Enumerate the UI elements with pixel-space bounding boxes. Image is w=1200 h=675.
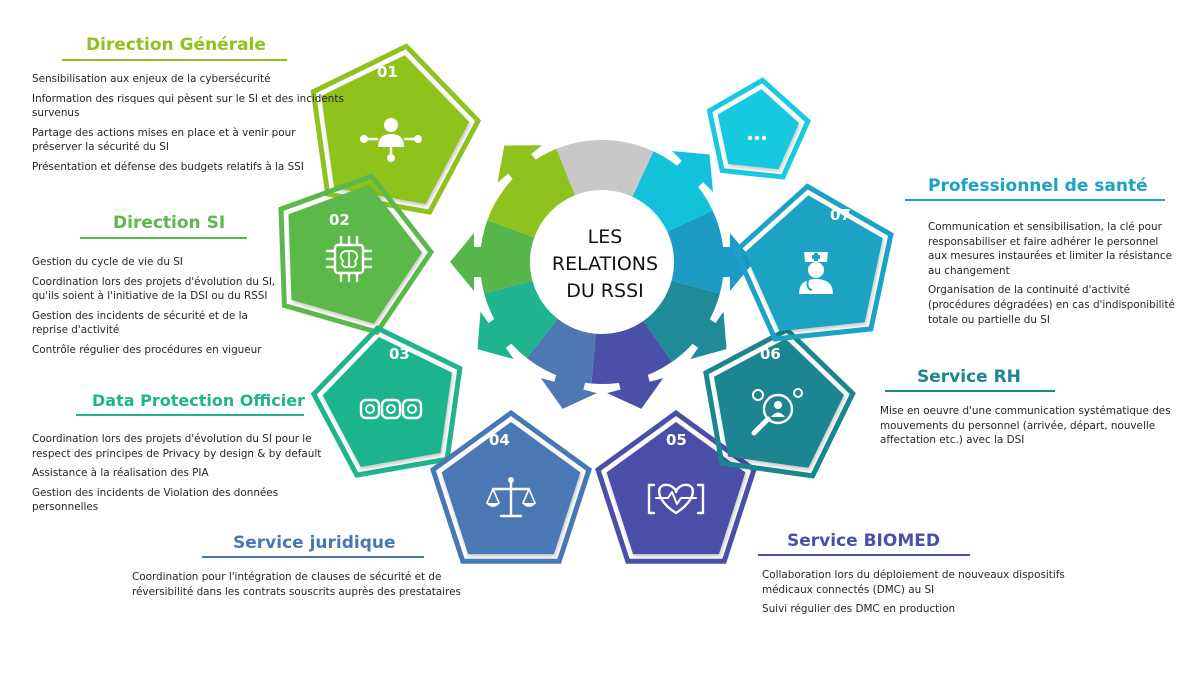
- nurse-icon: [799, 252, 833, 294]
- title-direction-generale: Direction Générale: [86, 35, 266, 55]
- title-service-juridique: Service juridique: [233, 533, 396, 553]
- ring-segment-steel: [526, 318, 596, 384]
- title-service-biomed: Service BIOMED: [787, 531, 940, 551]
- list-service-juridique: Coordination pour l'intégration de claus…: [132, 570, 472, 604]
- ring-segment-cyan: [632, 151, 713, 232]
- pentagon-outline: [706, 77, 811, 180]
- item-direction-si-4: Contrôle régulier des procédures en vigu…: [32, 343, 262, 356]
- ring-segment-lime: [487, 148, 576, 238]
- item-direction-si-2: Coordination lors des projets d'évolutio…: [32, 275, 276, 303]
- pentagon-data-protection-officier: 03: [310, 325, 463, 478]
- center-title: LES RELATIONS DU RSSI: [540, 224, 670, 305]
- underline-direction-generale: [62, 59, 287, 61]
- list-direction-si: Gestion du cycle de vie du SI Coordinati…: [32, 255, 284, 363]
- item-professionnel-sante-2: Organisation de la continuité d'activité…: [928, 284, 1175, 326]
- list-dpo: Coordination lors des projets d'évolutio…: [32, 432, 332, 520]
- item-direction-generale-1: Sensibilisation aux enjeux de la cybersé…: [32, 73, 271, 85]
- item-direction-generale-3: Partage des actions mises en place et à …: [32, 126, 296, 154]
- underline-service-rh: [885, 390, 1055, 392]
- pentagon-number: 04: [489, 431, 510, 449]
- ellipsis-icon: [747, 135, 767, 141]
- title-dpo: Data Protection Officier: [92, 391, 305, 410]
- pentagon-more: [706, 77, 811, 180]
- item-dpo-3: Gestion des incidents de Violation des d…: [32, 486, 279, 514]
- center-title-line-1: LES: [587, 226, 623, 248]
- arrow-right: [712, 233, 754, 291]
- ring-segment-gray: [556, 140, 654, 197]
- ring-segment-green: [480, 220, 535, 294]
- heartbeat-icon: [647, 483, 705, 515]
- underline-service-juridique: [202, 556, 424, 558]
- central-ring: [450, 140, 754, 409]
- title-service-rh: Service RH: [917, 367, 1021, 387]
- pentagon-service-juridique: 04: [430, 409, 592, 564]
- pentagon-number: 03: [389, 345, 410, 363]
- brain-chip-icon: [325, 235, 373, 283]
- list-direction-generale: Sensibilisation aux enjeux de la cybersé…: [32, 72, 348, 180]
- arrow-down-steel: [540, 364, 597, 409]
- ring-segment-blue: [667, 210, 724, 294]
- item-professionnel-sante-1: Communication et sensibilisation, la clé…: [928, 221, 1172, 277]
- underline-dpo: [76, 414, 304, 416]
- item-dpo-2: Assistance à la réalisation des PIA: [32, 467, 209, 480]
- arrow-down-left: [477, 311, 521, 360]
- item-direction-generale-2: Information des risques qui pèsent sur l…: [32, 92, 344, 120]
- pentagon-outline: [595, 409, 757, 564]
- underline-service-biomed: [758, 554, 970, 556]
- pentagon-outline: [430, 409, 592, 564]
- item-service-rh-1: Mise en oeuvre d'une communication systé…: [880, 405, 1171, 447]
- ring-segment-teal: [484, 280, 558, 359]
- item-service-juridique-1: Coordination pour l'intégration de claus…: [132, 571, 461, 598]
- pentagon-outline: [310, 325, 463, 478]
- scales-icon: [486, 477, 536, 518]
- pentagon-outline: [732, 183, 894, 342]
- pentagon-outline: [703, 326, 856, 479]
- person-search-gear-icon: [751, 388, 803, 436]
- item-direction-generale-4: Présentation et défense des budgets rela…: [32, 160, 304, 173]
- title-direction-si: Direction SI: [113, 213, 226, 233]
- pentagon-fill: [717, 89, 800, 170]
- center-title-line-2: RELATIONS: [551, 253, 659, 275]
- pentagon-service-biomed: 05: [595, 409, 757, 564]
- item-direction-si-3: Gestion des incidents de sécurité et de …: [32, 309, 248, 337]
- pentagon-number: 05: [666, 431, 687, 449]
- title-professionnel-sante: Professionnel de santé: [928, 176, 1148, 196]
- list-professionnel-sante: Communication et sensibilisation, la clé…: [928, 220, 1176, 332]
- center-title-line-3: DU RSSI: [566, 280, 644, 302]
- pentagon-fill: [606, 422, 746, 555]
- pentagon-number: 02: [329, 211, 350, 229]
- center-circle: [531, 191, 673, 333]
- item-direction-si-1: Gestion du cycle de vie du SI: [32, 256, 183, 268]
- pentagon-service-rh: 06: [703, 326, 856, 479]
- pentagon-number: 01: [377, 63, 398, 81]
- underline-direction-si: [80, 237, 247, 239]
- pentagon-outline: [278, 173, 435, 336]
- underline-professionnel-sante: [905, 199, 1165, 201]
- pentagon-fill: [322, 337, 452, 467]
- list-service-biomed: Collaboration lors du déploiement de nou…: [762, 568, 1082, 622]
- arrow-left: [450, 233, 492, 291]
- list-service-rh: Mise en oeuvre d'une communication systé…: [880, 404, 1180, 453]
- ring-segment-teal-dark: [643, 280, 720, 362]
- pentagon-direction-si: 02: [278, 173, 435, 336]
- pentagon-nodes: 01 02 03 04 05 06 07: [278, 43, 894, 564]
- dpo-icon: [359, 398, 423, 420]
- item-service-biomed-1: Collaboration lors du déploiement de nou…: [762, 569, 1065, 596]
- item-dpo-1: Coordination lors des projets d'évolutio…: [32, 433, 322, 460]
- pentagon-fill: [288, 184, 422, 324]
- arrow-up-right: [669, 150, 714, 195]
- arrow-up-left: [497, 145, 543, 188]
- pentagon-number: 06: [760, 345, 781, 363]
- arrow-down-indigo: [607, 364, 664, 409]
- user-network-icon: [360, 118, 422, 162]
- pentagon-professionnel-de-sante: 07: [732, 183, 894, 342]
- item-service-biomed-2: Suivi régulier des DMC en production: [762, 603, 956, 616]
- ring-segment-indigo: [591, 320, 672, 385]
- pentagon-number: 07: [830, 206, 851, 224]
- arrow-down-right: [683, 311, 727, 360]
